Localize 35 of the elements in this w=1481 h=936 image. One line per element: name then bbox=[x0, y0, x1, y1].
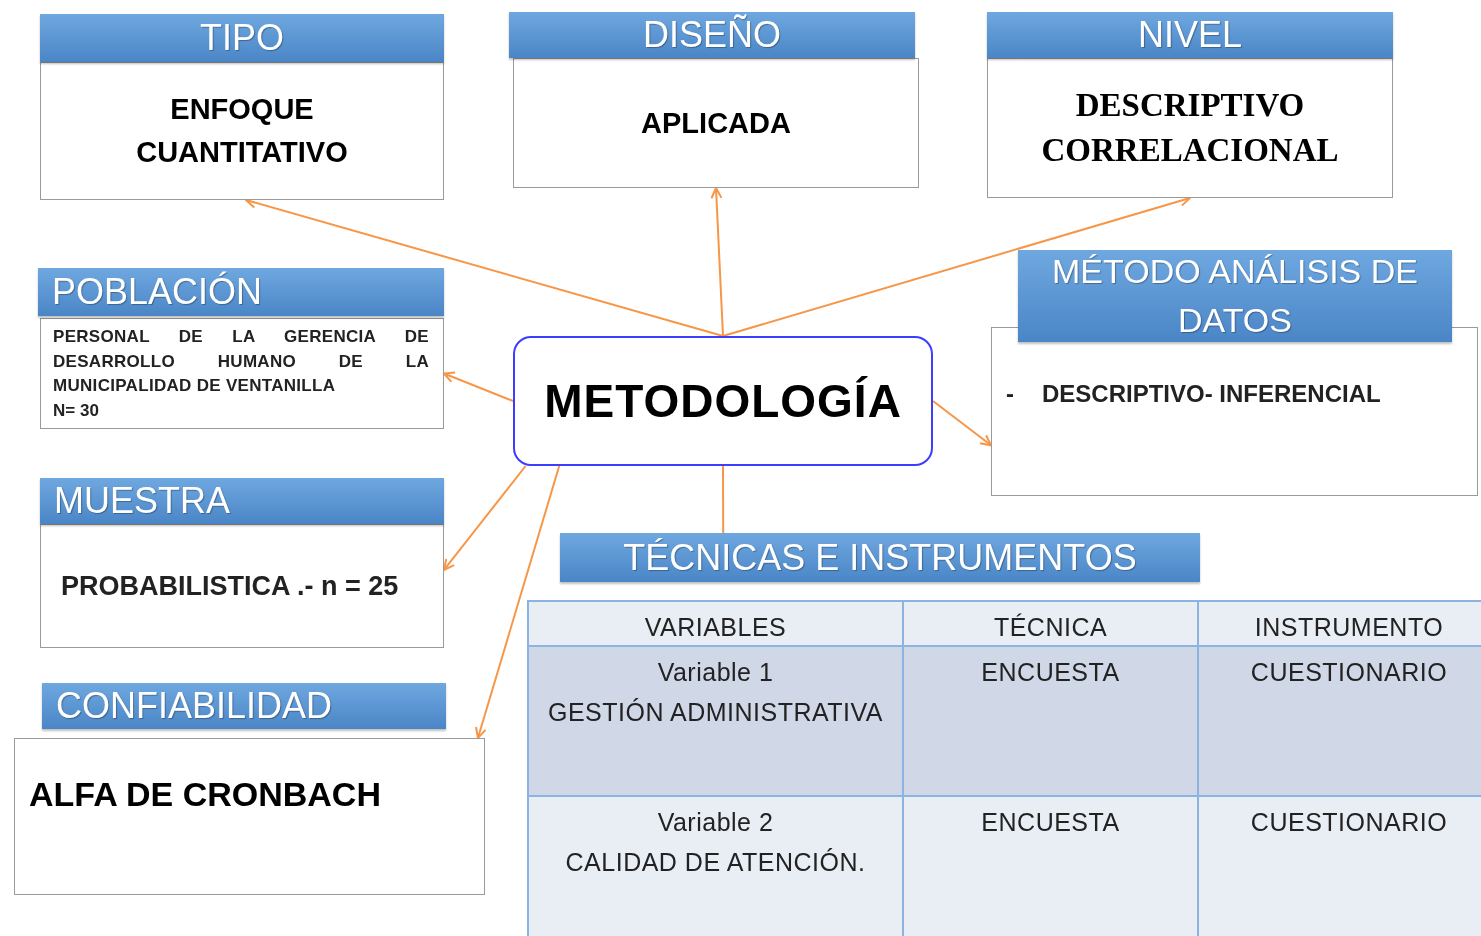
arrow bbox=[443, 371, 514, 402]
section-header: NIVEL bbox=[987, 12, 1393, 58]
box-text: - bbox=[1006, 380, 1014, 408]
table-cell-text: GESTIÓN ADMINISTRATIVA bbox=[546, 697, 885, 728]
table-cell-text: INSTRUMENTO bbox=[1253, 614, 1445, 642]
section-header: TÉCNICAS E INSTRUMENTOS bbox=[560, 533, 1200, 582]
box-text: N= 30 bbox=[53, 399, 100, 422]
table-cell-text: TÉCNICA bbox=[992, 614, 1109, 642]
connector-line bbox=[722, 465, 725, 534]
table-cell-text: ENCUESTA bbox=[980, 807, 1121, 838]
arrow bbox=[932, 400, 992, 447]
arrow bbox=[710, 187, 724, 337]
arrow bbox=[475, 465, 561, 739]
table-cell-text: CUESTIONARIO bbox=[1249, 807, 1449, 838]
section-header: MUESTRA bbox=[40, 478, 444, 524]
section-header: DISEÑO bbox=[509, 12, 915, 58]
table-cell-text: CUESTIONARIO bbox=[1249, 657, 1449, 688]
section-header: MÉTODO ANÁLISIS DE DATOS bbox=[1018, 250, 1452, 342]
table-cell-text: ENCUESTA bbox=[980, 657, 1121, 688]
box-text: PERSONAL DE LA GERENCIA DE DESARROLLO HUMANO DE LA MUNICIPALIDAD DE VENTANILLA bbox=[53, 326, 429, 398]
box-text: METODOLOGÍA bbox=[544, 374, 902, 428]
section-header: POBLACIÓN bbox=[38, 268, 444, 316]
box-text: ENFOQUE CUANTITATIVO bbox=[135, 91, 349, 170]
box-text: APLICADA bbox=[641, 106, 791, 140]
box-text: ALFA DE CRONBACH bbox=[29, 775, 381, 814]
table-cell-text: Variable 2 bbox=[656, 807, 775, 838]
table-cell-text: VARIABLES bbox=[643, 614, 788, 642]
box-text: DESCRIPTIVO CORRELACIONAL bbox=[1040, 86, 1340, 170]
table-cell-text: Variable 1 bbox=[656, 657, 775, 688]
table-cell-text: CALIDAD DE ATENCIÓN. bbox=[564, 847, 867, 878]
box-text: PROBABILISTICA .- n = 25 bbox=[61, 570, 399, 602]
section-header: TIPO bbox=[40, 14, 444, 62]
box-text: DESCRIPTIVO- INFERENCIAL bbox=[1042, 380, 1381, 408]
arrow bbox=[443, 465, 527, 571]
section-header: CONFIABILIDAD bbox=[42, 683, 446, 729]
